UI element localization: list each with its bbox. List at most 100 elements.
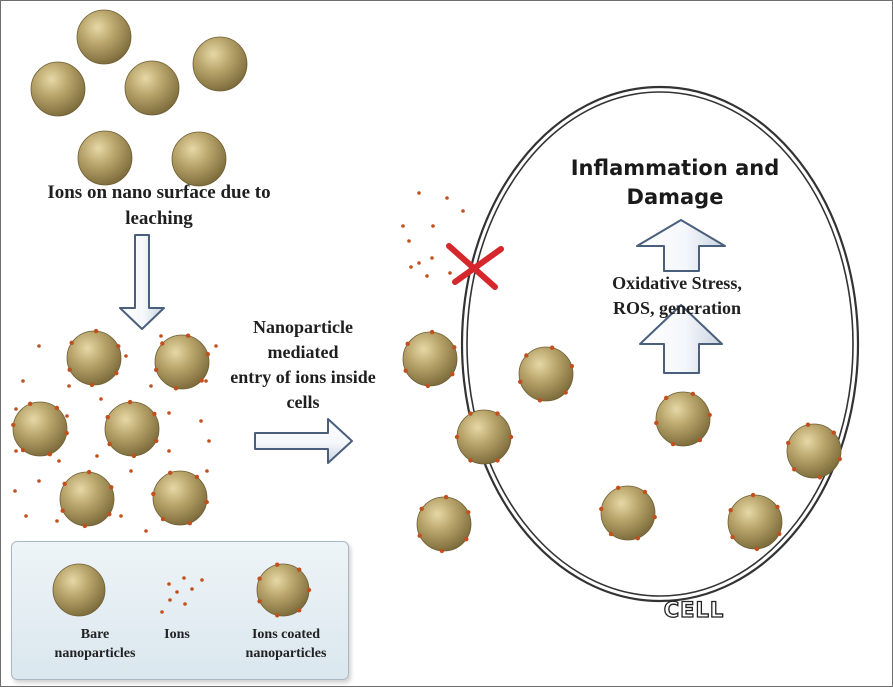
inflammation-label-line2: Damage bbox=[626, 185, 724, 209]
surface-ion bbox=[107, 441, 112, 447]
surface-ion bbox=[425, 383, 431, 389]
legend-ion bbox=[168, 598, 172, 602]
coated-nanoparticle bbox=[11, 401, 69, 457]
free-ion bbox=[431, 224, 435, 228]
surface-ion bbox=[173, 386, 179, 391]
legend-bare-line1: Bare bbox=[80, 627, 110, 642]
legend-ion bbox=[175, 590, 179, 594]
surface-ion bbox=[64, 430, 69, 436]
coated-nanoparticle bbox=[66, 328, 122, 388]
free-ion bbox=[144, 529, 148, 533]
entry-label-line1: Nanoparticle bbox=[253, 317, 353, 337]
surface-ion bbox=[524, 353, 529, 358]
surface-ion bbox=[464, 537, 469, 542]
surface-ion bbox=[82, 523, 88, 529]
oxidative-label-line2: ROS, generation bbox=[613, 298, 741, 318]
surface-ion bbox=[690, 391, 696, 397]
nanoparticles-group bbox=[11, 9, 842, 554]
legend-surface-ion bbox=[297, 608, 302, 613]
surface-ion bbox=[754, 546, 760, 552]
surface-ion bbox=[697, 437, 702, 443]
surface-ion bbox=[664, 395, 669, 401]
surface-ion bbox=[831, 430, 836, 435]
surface-ion bbox=[429, 329, 435, 335]
surface-ion bbox=[11, 422, 16, 428]
surface-ion bbox=[569, 364, 574, 369]
free-ions-group bbox=[13, 191, 465, 533]
surface-ion bbox=[518, 379, 523, 384]
free-ion bbox=[24, 514, 28, 518]
cell-membrane-inner bbox=[466, 91, 854, 597]
surface-ion bbox=[403, 368, 408, 373]
legend-surface-ion bbox=[257, 576, 262, 581]
free-ion bbox=[37, 344, 41, 348]
surface-ion bbox=[728, 508, 733, 513]
legend-coated-line1: Ions coated bbox=[251, 627, 321, 642]
legend-ions-symbol bbox=[160, 576, 204, 614]
coated-nanoparticle bbox=[518, 345, 574, 403]
surface-ion bbox=[160, 516, 166, 522]
legend-surface-ion bbox=[297, 567, 302, 572]
surface-ion bbox=[109, 485, 114, 490]
free-ion bbox=[99, 397, 103, 401]
entry-right-arrow bbox=[254, 418, 353, 464]
surface-ion bbox=[116, 344, 121, 349]
free-ion bbox=[67, 384, 71, 388]
legend-ions-label: Ions bbox=[164, 627, 190, 642]
leaching-label-line2: leaching bbox=[125, 208, 193, 229]
surface-ion bbox=[127, 399, 133, 405]
legend-ion bbox=[183, 602, 187, 606]
legend-surface-ion bbox=[275, 562, 280, 567]
entry-label: Nanoparticle mediated entry of ions insi… bbox=[197, 317, 409, 417]
surface-ion bbox=[654, 420, 659, 426]
legend-bare-nanoparticle bbox=[52, 563, 106, 617]
entry-label-line3: entry of ions inside bbox=[230, 367, 376, 387]
surface-ion bbox=[160, 341, 165, 346]
legend-ion bbox=[190, 587, 194, 591]
coated-nanoparticle bbox=[786, 422, 842, 480]
surface-ion bbox=[443, 494, 449, 500]
free-ion bbox=[14, 449, 18, 453]
legend-bare-label: Bare nanoparticles bbox=[40, 626, 150, 664]
surface-ion bbox=[107, 512, 112, 517]
surface-ion bbox=[599, 506, 604, 512]
free-ion bbox=[57, 459, 61, 463]
free-ion bbox=[430, 256, 434, 260]
surface-ion bbox=[707, 412, 712, 418]
surface-ion bbox=[495, 458, 500, 463]
oxidative-stress-label: Oxidative Stress, ROS, generation bbox=[591, 273, 763, 323]
inflammation-label-line1: Inflammation and bbox=[570, 156, 780, 180]
surface-ion bbox=[652, 514, 657, 520]
free-ion bbox=[124, 354, 128, 358]
legend-ion bbox=[160, 610, 164, 614]
free-ion bbox=[204, 379, 208, 383]
surface-ion bbox=[468, 411, 473, 416]
legend-coated-nanoparticle bbox=[256, 563, 310, 617]
surface-ion bbox=[837, 456, 842, 462]
surface-ion bbox=[670, 441, 676, 447]
bare-nanoparticle bbox=[171, 131, 227, 187]
legend-ion bbox=[200, 578, 204, 582]
legend-box: Bare nanoparticles Ions Ions coated nano… bbox=[11, 541, 349, 680]
surface-ion bbox=[775, 504, 780, 510]
surface-ion bbox=[777, 531, 782, 536]
surface-ion bbox=[114, 371, 119, 376]
surface-ion bbox=[131, 453, 137, 459]
bare-nanoparticle bbox=[30, 61, 86, 117]
surface-ion bbox=[508, 434, 514, 440]
legend-surface-ion bbox=[275, 613, 280, 618]
surface-ion bbox=[537, 398, 543, 403]
free-ion bbox=[425, 274, 429, 278]
blocked-entry-x-mark bbox=[446, 243, 504, 290]
leaching-label-line1: Ions on nano surface due to bbox=[47, 182, 271, 203]
surface-ion bbox=[730, 534, 735, 540]
coated-nanoparticle bbox=[154, 333, 210, 391]
surface-ion bbox=[204, 499, 209, 505]
surface-ion bbox=[86, 469, 92, 475]
surface-ion bbox=[20, 447, 26, 453]
coated-nanoparticle bbox=[402, 329, 458, 389]
surface-ion bbox=[608, 531, 614, 537]
free-ion bbox=[129, 469, 133, 473]
free-ion bbox=[205, 469, 209, 473]
free-ion bbox=[14, 407, 18, 411]
